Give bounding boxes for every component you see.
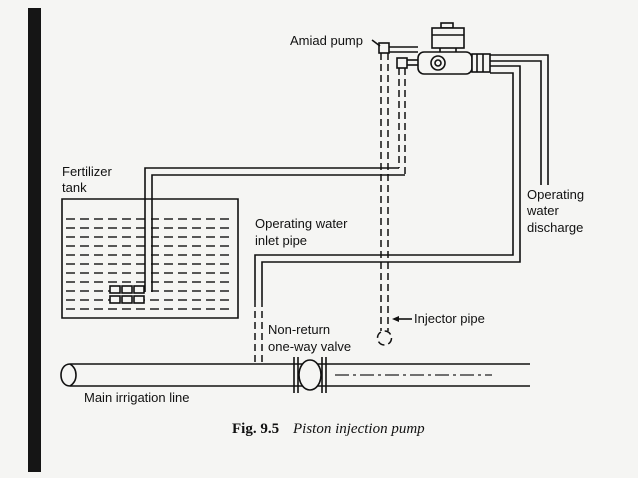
caption-number: Fig. 9.5 xyxy=(232,421,279,437)
inlet-pipe xyxy=(254,65,521,300)
injector-pipe xyxy=(376,53,393,346)
label-non-return-valve: Non-return one-way valve xyxy=(268,322,351,354)
label-discharge: Operating water discharge xyxy=(526,187,588,235)
label-inlet-pipe: Operating water inlet pipe xyxy=(255,216,351,248)
label-non-return-valve-line: Non-return xyxy=(268,322,330,337)
weight-blocks xyxy=(109,285,145,304)
label-discharge-line: water xyxy=(526,203,559,218)
label-injector-pipe: Injector pipe xyxy=(414,311,485,326)
label-amiad-pump: Amiad pump xyxy=(290,33,363,48)
weight-block xyxy=(109,295,121,304)
main-irrigation-line xyxy=(60,363,530,387)
weight-block xyxy=(133,295,145,304)
weight-block xyxy=(109,285,121,294)
inlet-pipe-outer-wall xyxy=(254,72,514,300)
weight-block xyxy=(121,285,133,294)
non-return-valve xyxy=(254,300,263,364)
tank-outline xyxy=(61,198,239,319)
suction-pipe-interior xyxy=(146,200,151,292)
pump-end-fitting xyxy=(471,53,491,73)
caption-title: Piston injection pump xyxy=(292,421,425,437)
injector-pipe-arrowhead xyxy=(392,316,399,322)
suction-fitting xyxy=(396,57,408,69)
main-line-end-cap xyxy=(60,363,71,387)
gate-valve xyxy=(293,357,327,393)
valve-body xyxy=(298,359,322,391)
discharge-pipe-inner-wall xyxy=(490,60,542,185)
label-fertilizer-tank-line: Fertilizer xyxy=(62,164,113,179)
weight-block xyxy=(121,295,133,304)
label-fertilizer-tank: Fertilizer tank xyxy=(62,164,115,195)
pump-valve-core xyxy=(434,59,442,67)
pump-motor-box xyxy=(431,27,465,49)
discharge-pipe-outer-wall xyxy=(490,54,549,185)
amiad-pump xyxy=(378,22,491,75)
label-main-irrigation-line: Main irrigation line xyxy=(84,390,190,405)
label-inlet-pipe-line: Operating water xyxy=(255,216,348,231)
weight-block xyxy=(133,285,145,294)
pump-valve xyxy=(430,55,446,71)
injector-fitting xyxy=(378,42,390,54)
suction-pipe-outer-wall xyxy=(144,167,399,292)
label-non-return-valve-line: one-way valve xyxy=(268,339,351,354)
figure-caption: Fig. 9.5 Piston injection pump xyxy=(232,420,425,437)
suction-pipe-inner-wall xyxy=(151,174,405,292)
page-binding-strip xyxy=(28,8,41,472)
injector-nozzle xyxy=(376,330,393,346)
label-discharge-line: discharge xyxy=(527,220,583,235)
main-line-end-cap-inner xyxy=(69,363,77,387)
label-fertilizer-tank-line: tank xyxy=(62,180,87,195)
inlet-pipe-inner-wall xyxy=(261,65,521,300)
amiad-pump-leader xyxy=(371,39,381,47)
suction-pipe xyxy=(144,68,406,292)
label-inlet-pipe-line: inlet pipe xyxy=(255,233,307,248)
label-discharge-line: Operating xyxy=(527,187,584,202)
discharge-pipe xyxy=(490,54,549,185)
fertilizer-tank xyxy=(61,198,239,319)
